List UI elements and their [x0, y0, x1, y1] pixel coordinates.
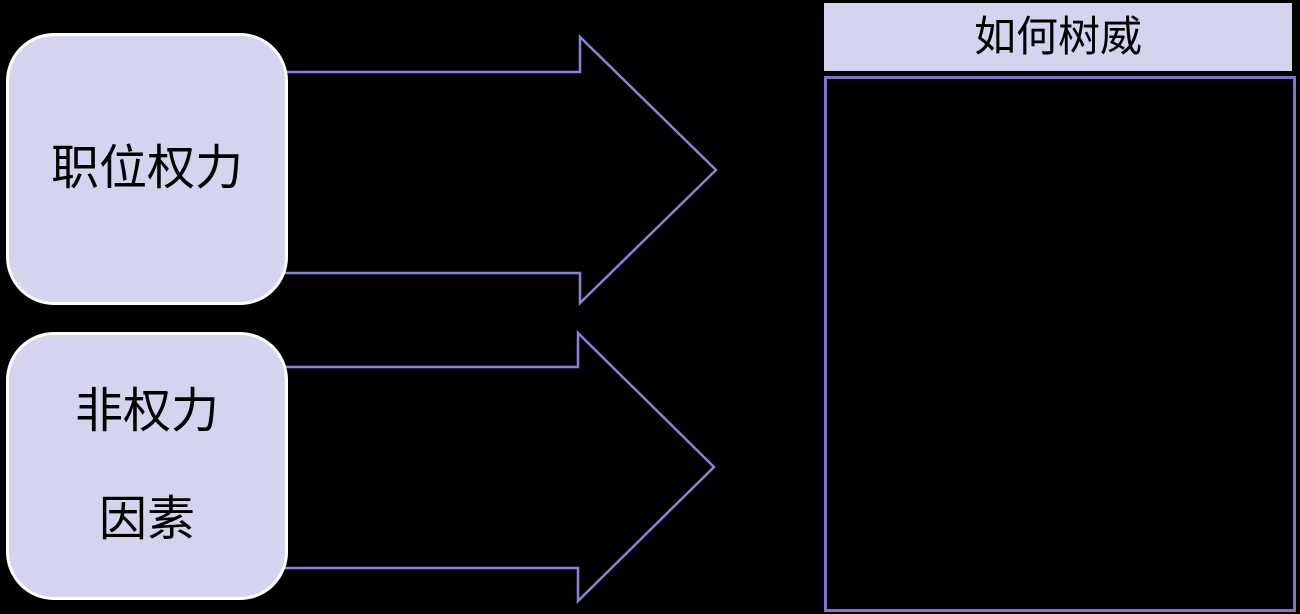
box-non-power-factors-label-line1: 非权力	[74, 385, 219, 438]
box-non-power-factors: 非权力 因素	[6, 332, 288, 600]
right-arrow-icon	[281, 330, 716, 604]
box-position-power: 职位权力	[6, 33, 288, 305]
box-non-power-factors-label-line2: 因素	[98, 493, 195, 546]
panel-title: 如何树威	[973, 13, 1142, 60]
right-arrow-icon	[281, 34, 718, 306]
box-position-power-label: 职位权力	[50, 142, 243, 195]
panel-header: 如何树威	[824, 3, 1292, 71]
panel-body	[824, 76, 1296, 612]
